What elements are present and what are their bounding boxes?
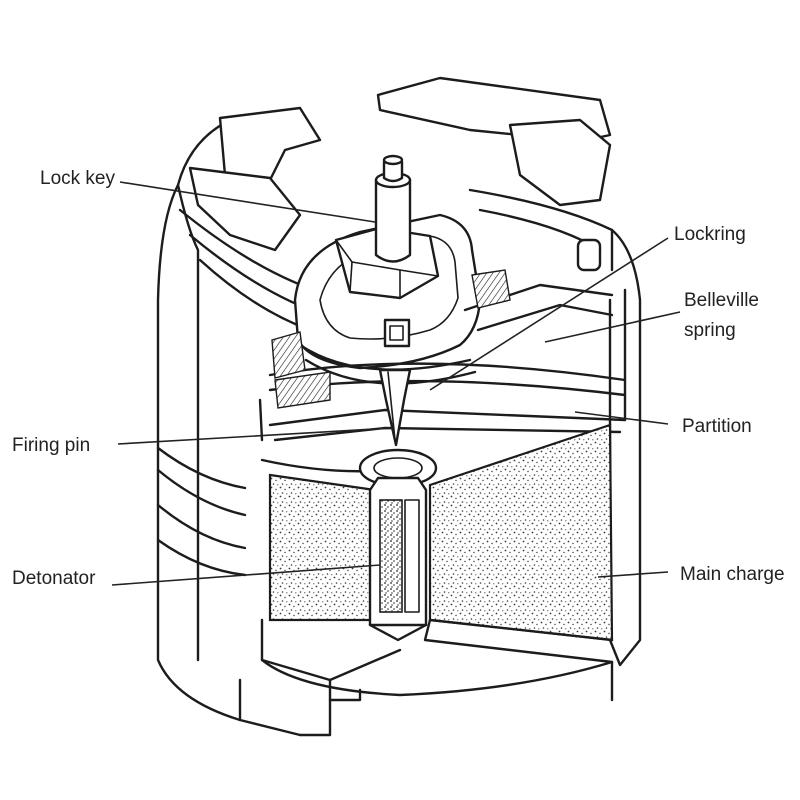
label-firing-pin: Firing pin — [12, 435, 90, 456]
label-belleville-line-2: spring — [684, 320, 736, 341]
leader-main-charge — [597, 571, 669, 578]
firing-pin — [378, 368, 412, 447]
label-main-charge: Main charge — [680, 564, 785, 585]
label-belleville-line-1: Belleville — [684, 290, 759, 311]
leader-detonator — [111, 564, 381, 586]
top-pressure-ring — [178, 76, 642, 667]
label-partition: Partition — [682, 416, 752, 437]
labels: Lock key Lockring Belleville spring Part… — [12, 168, 785, 589]
label-detonator: Detonator — [12, 568, 96, 589]
leader-firing-pin — [117, 427, 393, 445]
belleville-spring — [268, 269, 627, 409]
base-plate — [260, 658, 614, 702]
leader-partition — [574, 411, 669, 425]
leader-belleville-spring — [544, 311, 681, 343]
partition — [258, 398, 627, 442]
leader-lock-key — [119, 181, 376, 223]
leader-lines — [111, 181, 681, 586]
detonator — [358, 448, 438, 642]
main-charge — [423, 423, 614, 664]
label-lockring: Lockring — [674, 224, 746, 245]
label-lock-key: Lock key — [40, 168, 115, 189]
lockring-assembly — [293, 154, 482, 385]
leader-lockring — [429, 237, 669, 391]
outer-casing — [156, 118, 332, 737]
